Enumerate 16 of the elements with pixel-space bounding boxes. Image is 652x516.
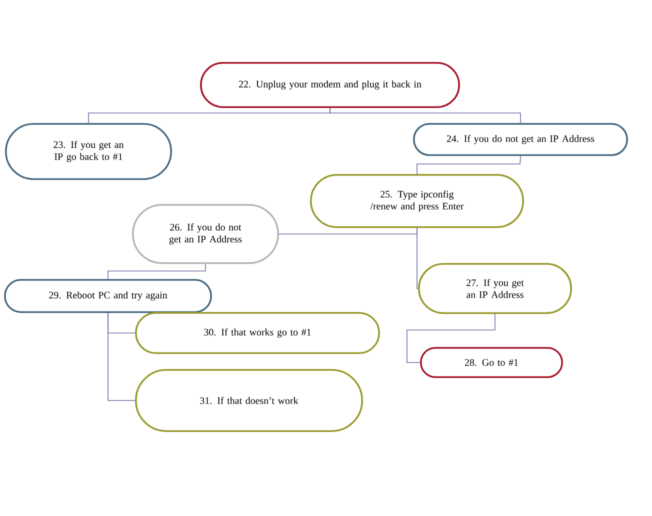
process-box: 27. If you get an IP Address bbox=[418, 263, 572, 314]
connector-line bbox=[416, 156, 521, 174]
connector-line bbox=[416, 228, 418, 289]
process-box: 30. If that works go to #1 bbox=[135, 312, 380, 354]
connector-line bbox=[108, 264, 206, 280]
connector-line bbox=[108, 312, 136, 401]
process-box: 26. If you do not get an IP Address bbox=[132, 204, 279, 264]
process-box: 31. If that doesn’t work bbox=[135, 369, 363, 432]
process-box: 24. If you do not get an IP Address bbox=[413, 123, 628, 156]
connector-line bbox=[330, 108, 521, 124]
process-box: 28. Go to #1 bbox=[420, 347, 563, 378]
process-box: 25. Type ipconfig /renew and press Enter bbox=[310, 174, 524, 228]
process-box: 29. Reboot PC and try again bbox=[4, 279, 212, 313]
process-box: 22. Unplug your modem and plug it back in bbox=[200, 62, 460, 108]
process-box: 23. If you get an IP go back to #1 bbox=[5, 123, 172, 180]
connector-line bbox=[406, 314, 496, 363]
